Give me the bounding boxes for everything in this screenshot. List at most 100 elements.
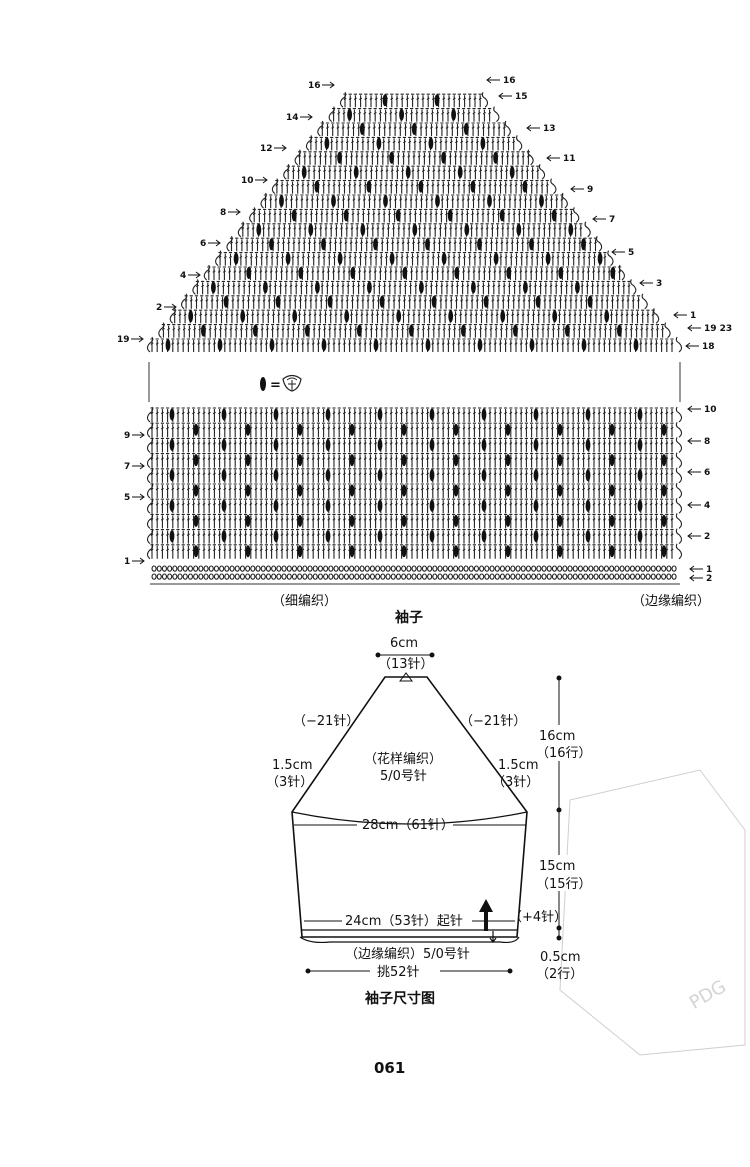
row-number: 13 — [543, 124, 556, 134]
row-number: 16 — [308, 81, 321, 91]
bobble-stitch — [366, 180, 372, 193]
bobble-stitch — [269, 339, 275, 351]
bobble-stitch — [315, 281, 320, 294]
bobble-stitch — [513, 324, 518, 337]
bobble-stitch — [425, 339, 431, 351]
bobble-stitch — [661, 484, 667, 497]
bobble-stitch — [506, 267, 512, 279]
bobble-stitch — [661, 454, 667, 467]
turning-chain — [675, 513, 683, 529]
turning-chain — [146, 513, 154, 529]
arrow-left-icon — [498, 92, 512, 100]
bobble-stitch — [597, 252, 603, 265]
arrow-right-icon — [255, 176, 268, 184]
bobble-stitch — [529, 339, 535, 351]
bobble-stitch — [401, 423, 407, 436]
bobble-stitch — [453, 514, 459, 527]
work-direction-arrow-icon — [479, 899, 497, 943]
row-label: 18 — [685, 342, 715, 352]
stitch-row — [146, 513, 683, 529]
arrow-right-icon — [131, 335, 144, 343]
bobble-stitch — [401, 545, 407, 558]
bobble-stitch — [297, 514, 303, 527]
turning-chain — [271, 178, 279, 195]
dc-stitches — [252, 208, 573, 223]
bobble-stitch — [529, 238, 534, 251]
bobble-stitch — [516, 223, 522, 236]
turning-chain — [203, 264, 210, 281]
dc-stitches — [332, 108, 492, 122]
bobble-stitch — [453, 545, 459, 558]
bobble-stitch — [428, 137, 434, 150]
row-label: 9 — [570, 185, 593, 195]
stitch-row — [181, 293, 648, 310]
row-number: 18 — [702, 342, 715, 352]
stitch-row — [283, 163, 546, 180]
turning-chain — [339, 91, 347, 108]
bobble-stitch — [373, 238, 378, 251]
stitch-row — [339, 91, 489, 108]
bobble-stitch — [418, 180, 424, 193]
bobble-stitch — [301, 166, 307, 179]
bobble-stitch — [389, 252, 395, 265]
turning-chain — [664, 322, 671, 339]
side-left-stitches: （3针） — [266, 775, 313, 790]
bobble-stitch — [360, 223, 366, 236]
row-number: 5 — [124, 493, 130, 503]
bobble-stitch — [285, 252, 291, 265]
bobble-stitch — [245, 545, 251, 558]
row-label: 15 — [498, 92, 528, 102]
row-number: 6 — [200, 239, 206, 249]
row-number: 14 — [286, 113, 299, 123]
bobble-stitch — [545, 252, 551, 265]
bobble-stitch — [193, 484, 199, 497]
stitch-row — [260, 192, 568, 209]
bobble-stitch — [533, 469, 539, 482]
turning-chain — [618, 264, 625, 281]
stitch-row — [226, 235, 603, 252]
turning-chain — [607, 250, 614, 267]
bobble-stitch — [533, 408, 539, 421]
stitch-row — [146, 437, 683, 453]
bobble-stitch — [637, 499, 643, 512]
bobble-stitch — [337, 252, 343, 265]
bobble-stitch — [211, 281, 216, 294]
bobble-stitch — [377, 499, 383, 512]
bobble-stitch — [429, 438, 435, 451]
bobble-stitch — [337, 151, 342, 164]
bobble-stitch — [661, 423, 667, 436]
bobble-stitch — [245, 423, 251, 436]
bobble-stitch — [533, 530, 539, 543]
bobble-stitch — [201, 324, 206, 337]
bobble-stitch — [292, 310, 298, 323]
dc-stitches — [241, 223, 583, 237]
bobble-stitch — [565, 324, 570, 337]
bobble-stitch — [609, 454, 615, 467]
bobble-stitch — [557, 514, 563, 527]
dc-stitches — [195, 280, 631, 295]
bobble-stitch — [357, 324, 362, 337]
row-number: 7 — [124, 462, 130, 472]
dc-stitches — [150, 468, 674, 483]
bobble-stitch — [481, 438, 487, 451]
row-label: 6 — [687, 468, 710, 478]
turning-chain — [675, 437, 683, 453]
bobble-stitch — [382, 94, 388, 107]
row-label: 2 — [687, 532, 710, 542]
turning-chain — [641, 293, 648, 310]
legend-equals: = — [270, 378, 281, 393]
turning-chain — [226, 235, 233, 252]
arrow-left-icon — [687, 468, 701, 476]
bobble-stitch — [493, 252, 499, 265]
turning-chain — [146, 543, 154, 560]
sleeve-cap-rows — [146, 91, 683, 353]
arrow-right-icon — [132, 557, 145, 565]
row-number: 5 — [628, 248, 634, 258]
turning-chain — [550, 178, 557, 195]
bobble-stitch — [575, 281, 580, 294]
bobble-stitch — [522, 180, 528, 193]
arrow-right-icon — [300, 113, 313, 121]
top-width-stitches: （13针） — [378, 657, 434, 672]
schematic-title: 袖子尺寸图 — [365, 990, 435, 1007]
